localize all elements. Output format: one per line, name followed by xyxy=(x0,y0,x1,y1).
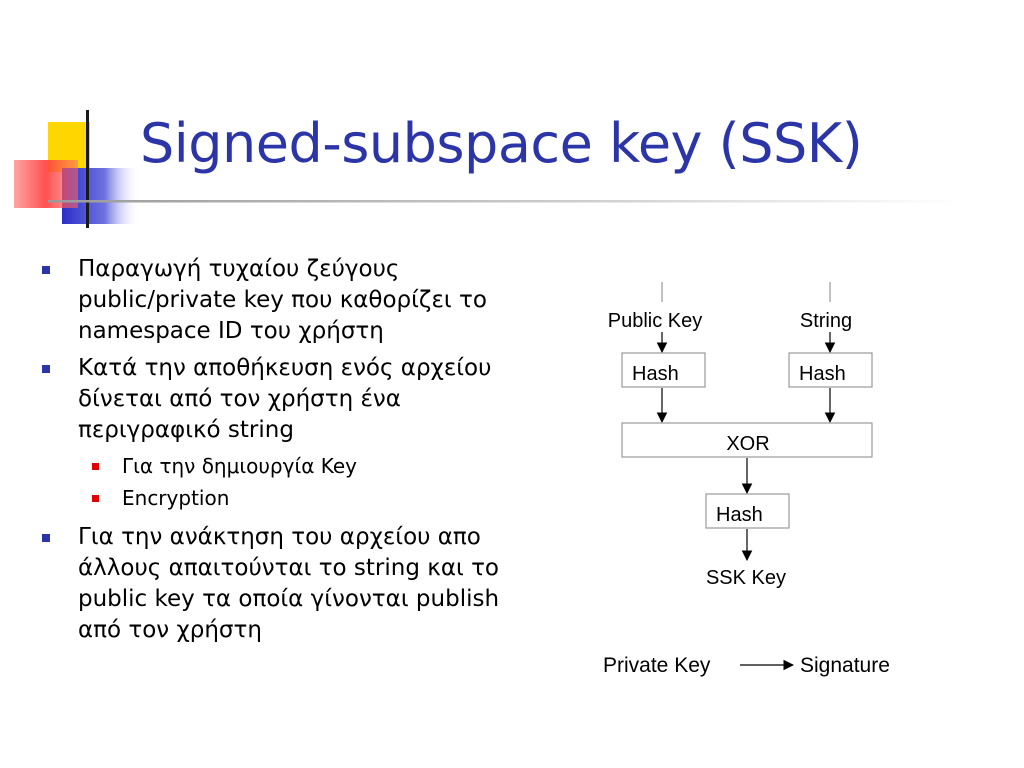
bullet-item: Για την ανάκτηση του αρχείου απο άλλους … xyxy=(38,522,538,646)
xor-box xyxy=(621,422,873,458)
bullet-item: Παραγωγή τυχαίου ζεύγους public/private … xyxy=(38,254,538,347)
slide-title: Signed-subspace key (SSK) xyxy=(140,112,863,175)
bullet-marker xyxy=(42,266,50,274)
subbullet-marker xyxy=(92,495,99,502)
bullet-text: Παραγωγή τυχαίου ζεύγους public/private … xyxy=(78,256,487,344)
public-key-label: Public Key xyxy=(608,310,703,332)
hash-right-label: Hash xyxy=(799,363,846,385)
bullet-text: Για την ανάκτηση του αρχείου απο άλλους … xyxy=(78,524,500,643)
subbullet-marker xyxy=(92,463,99,470)
bullet-marker xyxy=(42,365,50,373)
subbullet-item: Για την δημιουργία Key xyxy=(38,452,538,480)
subbullet-text: Encryption xyxy=(122,486,230,510)
hash-box-right xyxy=(788,352,873,388)
hash-box-left xyxy=(621,352,706,388)
hash-bottom-label: Hash xyxy=(716,504,763,526)
bullet-item: Κατά την αποθήκευση ενός αρχείου δίνεται… xyxy=(38,353,538,446)
deco-vertical-line xyxy=(86,110,89,228)
private-key-label: Private Key xyxy=(603,654,711,677)
subbullet-text: Για την δημιουργία Key xyxy=(122,454,358,478)
hash-box-bottom xyxy=(705,493,790,529)
xor-label: XOR xyxy=(726,433,769,455)
bullet-marker xyxy=(42,534,50,542)
title-decoration xyxy=(14,110,960,228)
hash-left-label: Hash xyxy=(632,363,679,385)
ssk-key-label: SSK Key xyxy=(706,567,786,589)
signature-label: Signature xyxy=(800,654,890,677)
subbullet-item: Encryption xyxy=(38,484,538,512)
string-label: String xyxy=(800,310,852,332)
title-underline xyxy=(48,200,960,203)
bullet-text: Κατά την αποθήκευση ενός αρχείου δίνεται… xyxy=(78,355,492,443)
bullet-list: Παραγωγή τυχαίου ζεύγους public/private … xyxy=(38,254,538,652)
